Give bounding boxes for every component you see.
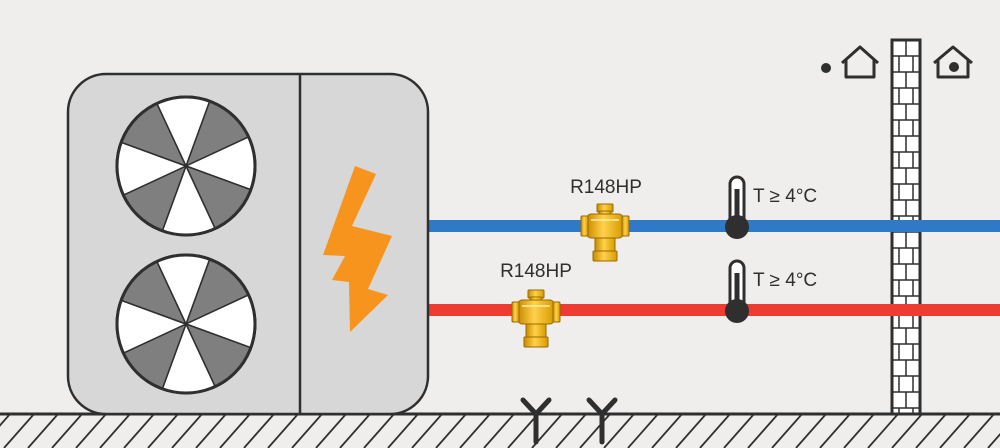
thermometer-label-cold: T ≥ 4°C <box>753 186 817 207</box>
valve-label-hot: R148HP <box>500 261 572 282</box>
fan-icon <box>115 95 257 237</box>
thermometer-icon-cold <box>723 175 751 241</box>
valve-label-cold: R148HP <box>570 177 642 198</box>
ground <box>0 412 1000 448</box>
house-inside-dot-icon <box>933 45 973 79</box>
hot-pipe <box>428 304 1000 316</box>
house-outside-dot-icon <box>821 45 879 79</box>
thermometer-label-hot: T ≥ 4°C <box>753 270 817 291</box>
heat-pump-unit <box>66 72 430 416</box>
drain-icon <box>589 400 615 442</box>
valve-icon-hot <box>511 289 561 348</box>
lightning-bolt-icon <box>323 166 392 332</box>
valve-icon-cold <box>580 203 630 262</box>
fan-icon <box>115 253 257 395</box>
cold-pipe <box>428 220 1000 232</box>
thermometer-icon-hot <box>723 259 751 325</box>
drain-icon <box>523 400 549 442</box>
